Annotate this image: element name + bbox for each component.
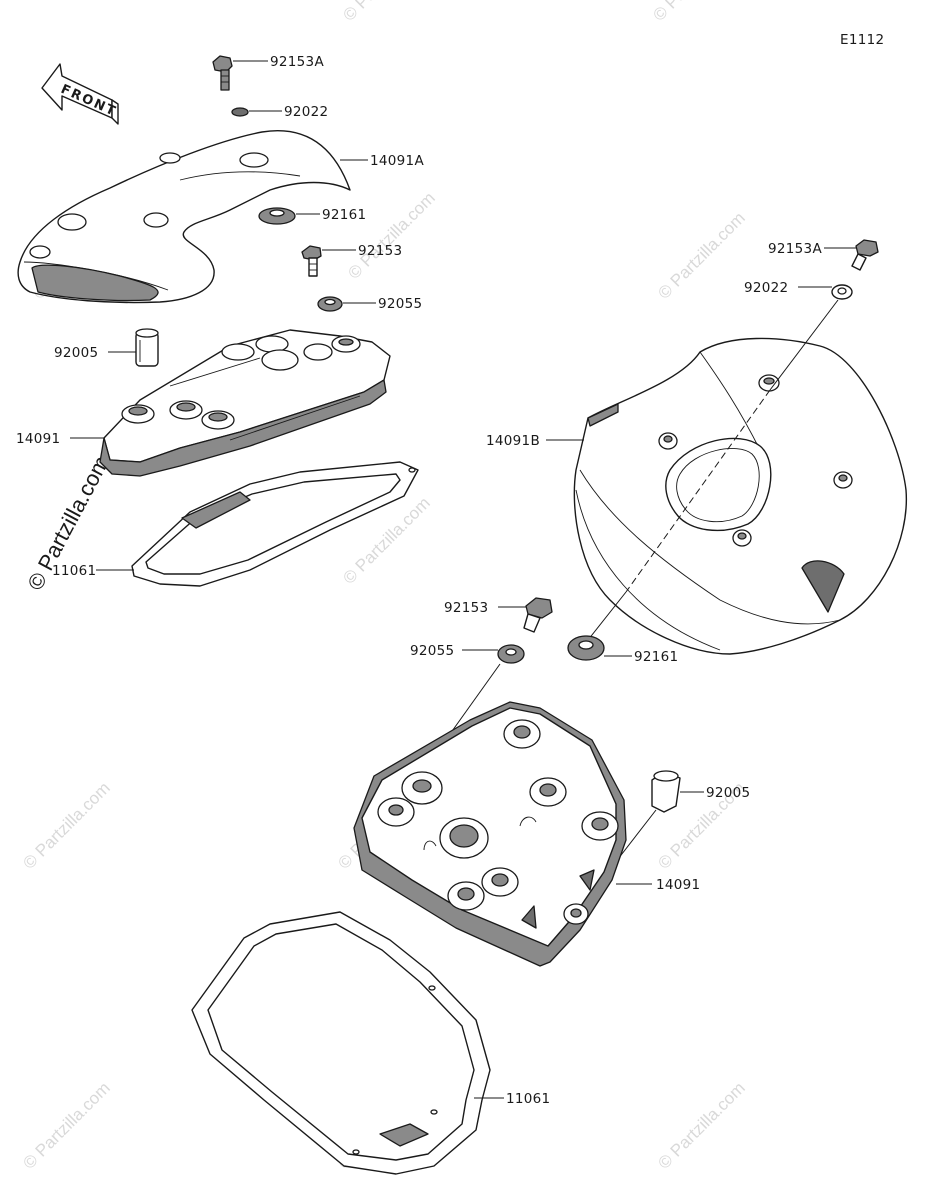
gasket-11061-right: [191, 911, 491, 1175]
label-11061-right: 11061: [506, 1091, 550, 1107]
watermark: © Partzilla.com: [19, 1078, 113, 1172]
label-92153a-left: 92153A: [270, 54, 324, 70]
head-cover-14091-left: [99, 329, 391, 477]
washer-92022-left: [231, 107, 249, 117]
watermark: © Partzilla.com: [339, 0, 433, 25]
gasket-11061-left: [131, 461, 419, 587]
leader-line-lower: [587, 591, 627, 641]
center-line-dashed: [625, 389, 771, 593]
watermark: © Partzilla.com: [344, 188, 438, 282]
watermark: © Partzilla.com: [19, 778, 113, 872]
bolt-92153-right: [523, 597, 553, 633]
bolt-92153a-right: [851, 239, 879, 271]
leader-line-upper: [769, 299, 839, 391]
label-92161-left: 92161: [322, 207, 366, 223]
label-92153-right: 92153: [444, 600, 488, 616]
watermark: © Partzilla.com: [654, 1078, 748, 1172]
diagram-code: E1112: [840, 32, 884, 48]
head-cover-14091-right: [353, 701, 627, 967]
label-92005-left: 92005: [54, 345, 98, 361]
cover-14091b: [573, 337, 908, 655]
washer-92055-left: [317, 296, 343, 312]
label-14091-right: 14091: [656, 877, 700, 893]
grommet-92161-right: [567, 635, 605, 661]
label-92055-right: 92055: [410, 643, 454, 659]
dowel-92005-left: [135, 328, 159, 367]
label-92153-left: 92153: [358, 243, 402, 259]
cover-14091a: [17, 130, 351, 304]
washer-92022-right: [831, 284, 853, 300]
bolt-92153-left: [301, 245, 322, 277]
label-92022-right: 92022: [744, 280, 788, 296]
watermark: © Partzilla.com: [654, 208, 748, 302]
label-92161-right: 92161: [634, 649, 678, 665]
label-14091b: 14091B: [486, 433, 540, 449]
bolt-92153a-left: [212, 55, 233, 91]
label-14091-left: 14091: [16, 431, 60, 447]
label-92153a-right: 92153A: [768, 241, 822, 257]
label-14091a: 14091A: [370, 153, 424, 169]
label-11061-left: 11061: [52, 563, 96, 579]
label-92005-right: 92005: [706, 785, 750, 801]
watermark: © Partzilla.com: [649, 0, 743, 25]
front-arrow: FRONT: [41, 63, 119, 125]
washer-92055-right: [497, 644, 525, 664]
grommet-92161-left: [258, 207, 296, 225]
label-92022-left: 92022: [284, 104, 328, 120]
dowel-92005-right: [651, 770, 681, 813]
label-92055-left: 92055: [378, 296, 422, 312]
